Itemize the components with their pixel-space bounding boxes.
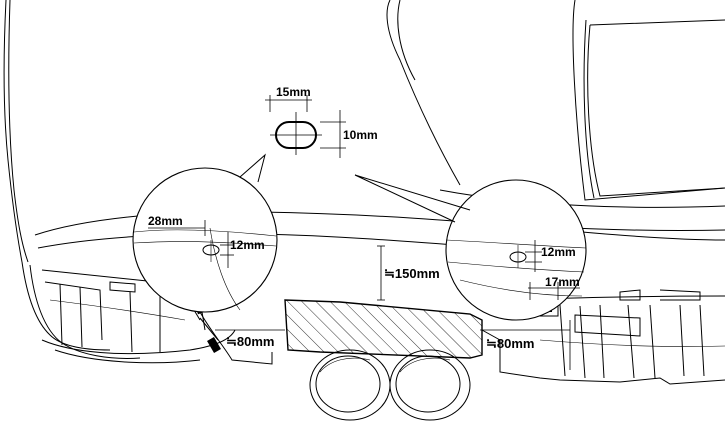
left-detail-circle <box>132 153 278 313</box>
dim-slot-height: 10mm <box>343 128 378 142</box>
right-circle-dims <box>525 240 580 300</box>
clearance-dims <box>215 245 571 370</box>
left-circle-dims <box>148 220 234 268</box>
dim-left-offset: 28mm <box>148 214 183 228</box>
dim-right-slot-width: 17mm <box>545 275 580 289</box>
dim-left-slot-height: 12mm <box>230 238 265 252</box>
dim-right-gap: ≒80mm <box>486 336 534 351</box>
dim-left-gap: ≒80mm <box>226 334 274 349</box>
exhaust-cover-area <box>284 299 483 359</box>
slot-detail <box>265 95 346 158</box>
exhaust-tips <box>309 349 471 421</box>
dim-slot-width: 15mm <box>276 85 311 99</box>
dim-right-slot-height: 12mm <box>541 245 576 259</box>
right-detail-circle <box>354 174 587 321</box>
dim-bumper-clearance: ≒150mm <box>384 266 440 281</box>
